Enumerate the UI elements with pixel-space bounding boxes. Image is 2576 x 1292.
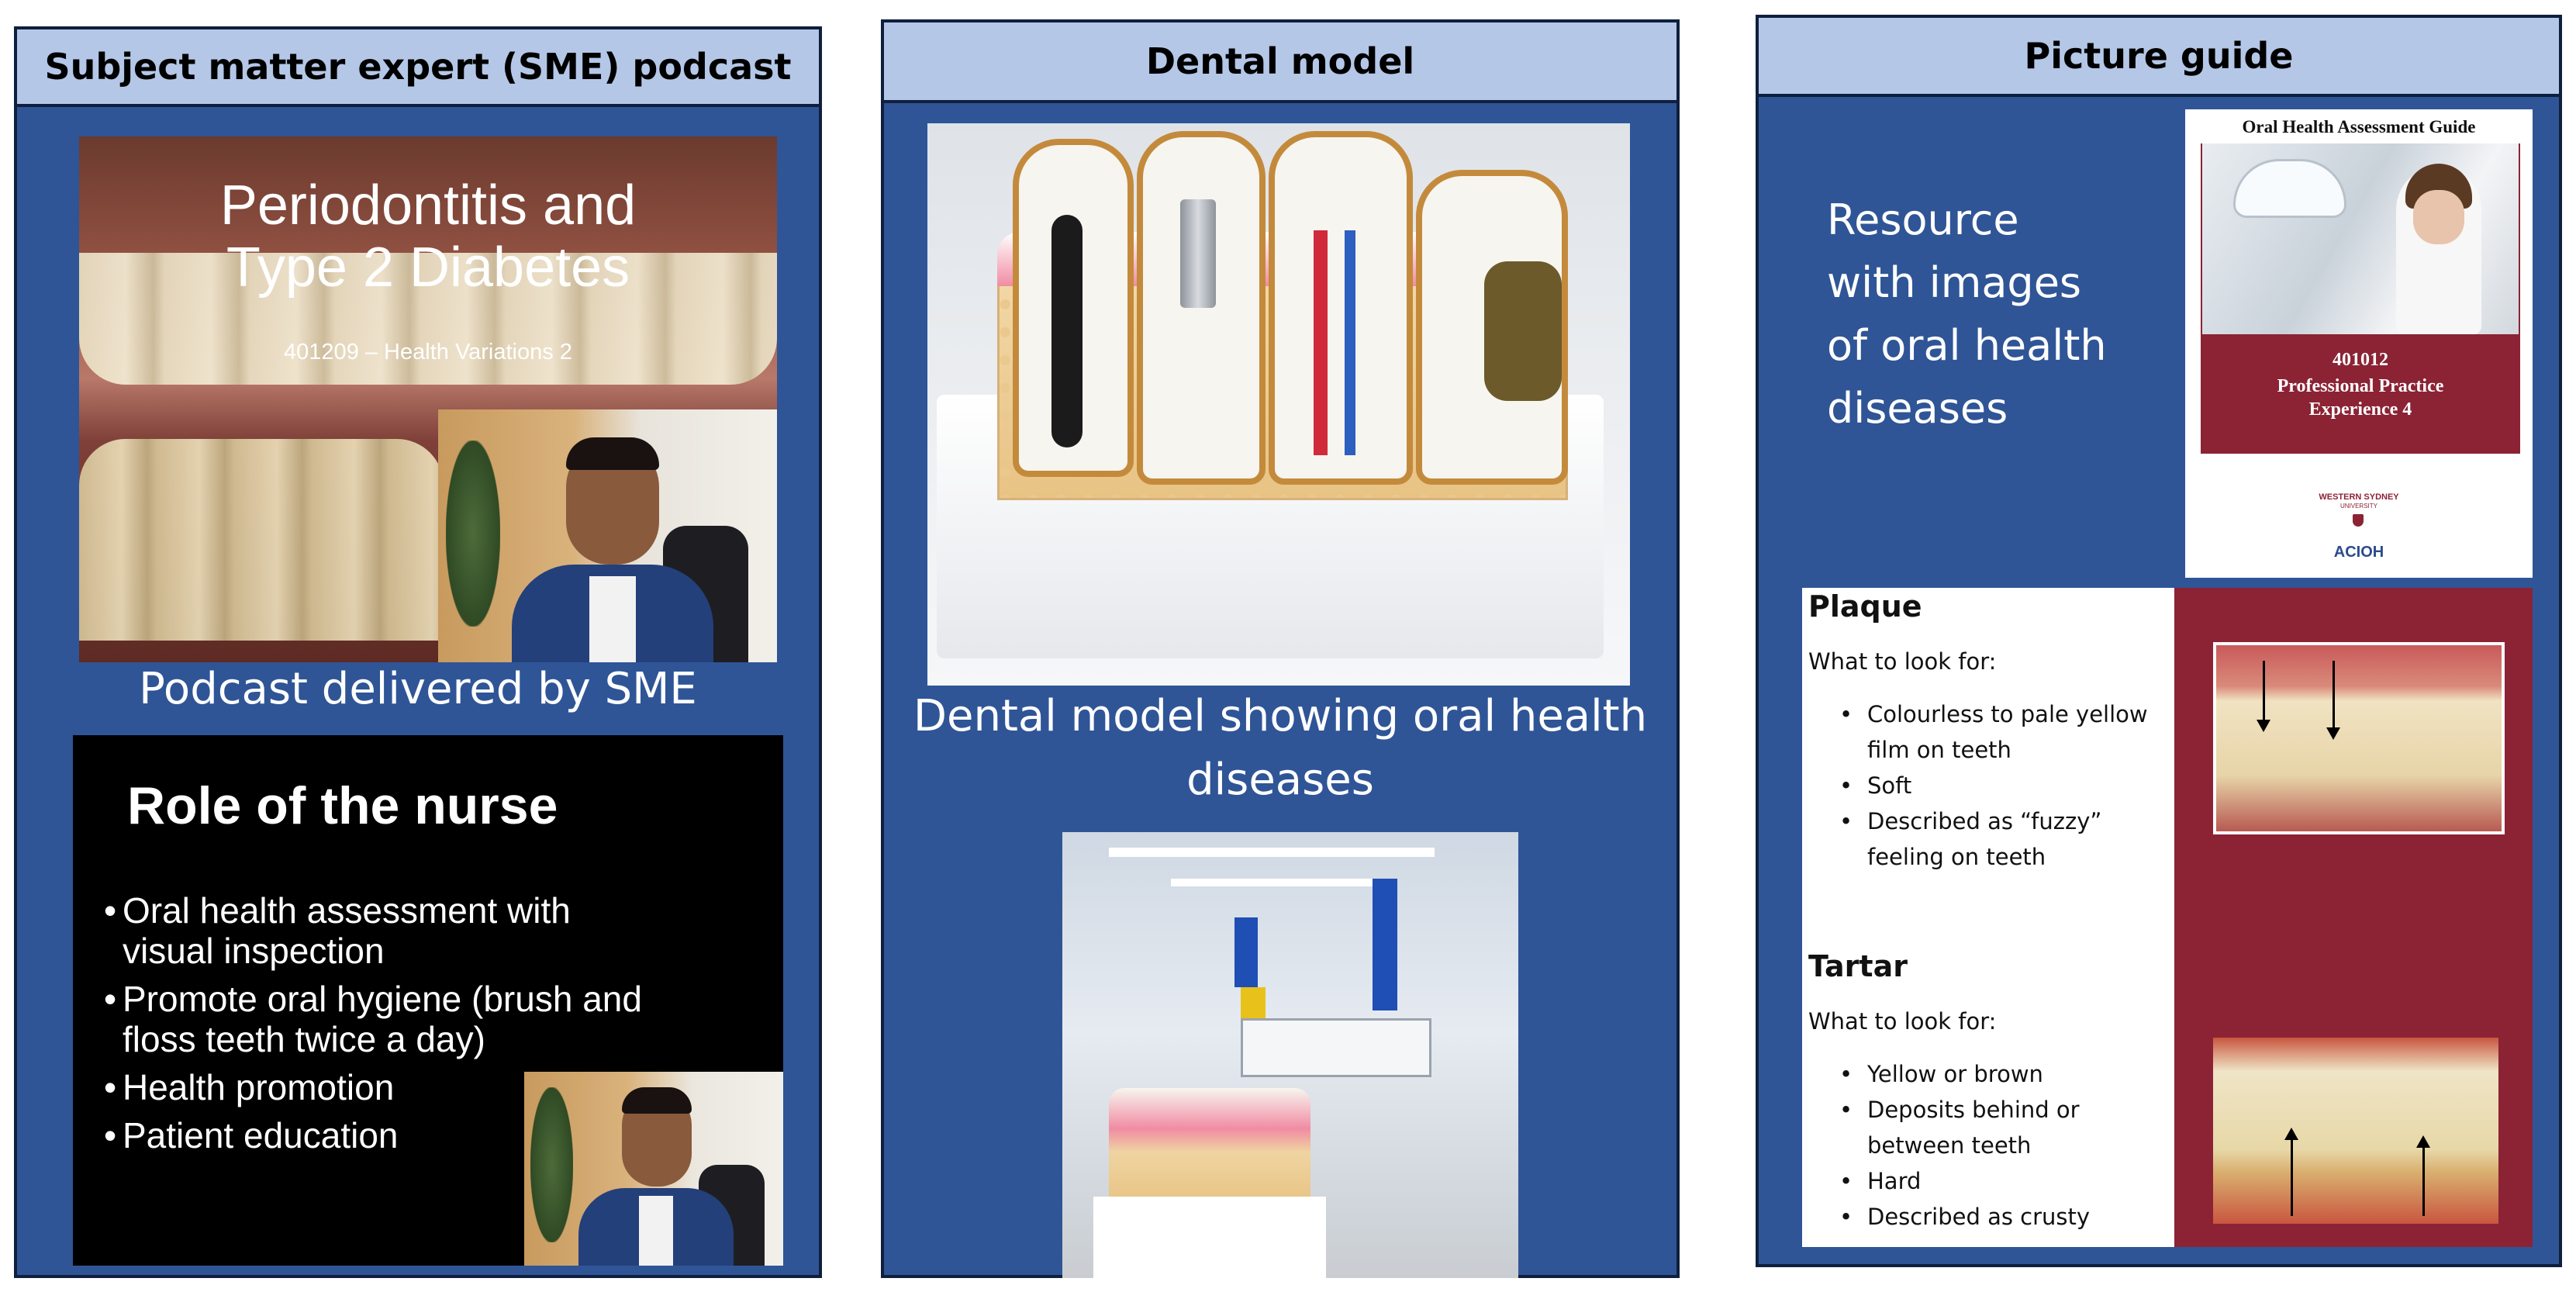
plaque-photo (2213, 642, 2505, 834)
presenter-shirt (639, 1196, 673, 1266)
yellow-bin (1241, 987, 1266, 1018)
presenter-video-small (524, 1072, 783, 1266)
presenter-video (438, 409, 777, 662)
plaque-heading: Plaque (1808, 589, 1922, 624)
cover-heading: Oral Health Assessment Guide (2242, 117, 2476, 136)
ceiling-lights (1109, 848, 1435, 857)
tooth-nerve-blue (1345, 230, 1355, 455)
tartar-list: Yellow or brown Deposits behind or betwe… (1808, 1056, 2165, 1235)
description-line: diseases (1827, 384, 2008, 433)
hospital-bed (1241, 1018, 1431, 1077)
tartar-label: What to look for: (1808, 1008, 1997, 1035)
tartar-item: Deposits behind or between teeth (1808, 1092, 2165, 1163)
dental-model-panel: Dental model Dental model showing oral h… (881, 19, 1680, 1278)
slide1-subtitle: 401209 – Health Variations 2 (284, 340, 572, 364)
plaque-arrow (2263, 661, 2265, 723)
model-tooth-3 (1269, 131, 1413, 485)
picture-guide-description: Resource with images of oral health dise… (1827, 188, 2107, 440)
cover-maroon-block: 401012 Professional Practice Experience … (2201, 143, 2520, 454)
slide2-title: Role of the nurse (127, 776, 558, 835)
slide1-title-line2: Type 2 Diabetes (226, 237, 630, 299)
plaque-item: Colourless to pale yellow film on teeth (1808, 696, 2165, 768)
dental-model-photo (927, 123, 1630, 686)
slide2-bullets: Oral health assessment with visual inspe… (104, 890, 662, 1156)
model-tooth-2 (1137, 131, 1266, 485)
mini-dental-model (1109, 1088, 1310, 1204)
slide2-bullet: Promote oral hygiene (brush and floss te… (104, 979, 662, 1059)
tartar-item: Yellow or brown (1808, 1056, 2165, 1092)
plant-image (530, 1087, 573, 1242)
podcast-panel: Subject matter expert (SME) podcast Peri… (14, 26, 822, 1278)
plaque-arrow-head (2326, 727, 2340, 740)
tartar-arrow (2291, 1138, 2293, 1216)
podcast-slide-periodontitis: Periodontitis and Type 2 Diabetes 401209… (79, 136, 777, 662)
tartar-photo (2213, 1038, 2498, 1224)
dentist-face (2413, 190, 2464, 244)
slide1-title-line1: Periodontitis and (219, 174, 637, 237)
tartar-heading: Tartar (1808, 949, 1908, 983)
model-tooth-4 (1416, 170, 1568, 485)
description-line: with images (1827, 258, 2082, 307)
description-line: Resource (1827, 195, 2019, 244)
university-logo-sub: UNIVERSITY (2339, 503, 2377, 510)
tooth-tartar (1484, 261, 1562, 401)
mini-model-base (1093, 1197, 1326, 1278)
upper-teeth-image (79, 253, 777, 385)
simulation-lab-photo (1062, 832, 1518, 1278)
podcast-panel-title: Subject matter expert (SME) podcast (17, 29, 819, 107)
dental-lamp-image (2233, 159, 2346, 218)
tartar-item: Described as crusty (1808, 1199, 2165, 1235)
curtain-1 (1234, 917, 1258, 987)
plaque-arrow (2333, 661, 2335, 731)
plaque-item: Described as “fuzzy” feeling on teeth (1808, 803, 2165, 875)
plaque-list: Colourless to pale yellow film on teeth … (1808, 696, 2165, 875)
tartar-arrow-head (2284, 1128, 2298, 1140)
acioh-logo: ACIOH (2333, 544, 2384, 561)
cover-course-line1: Professional Practice (2277, 376, 2444, 396)
presenter-hair (622, 1087, 692, 1114)
university-logo: WESTERN SYDNEY (2319, 492, 2399, 502)
guide-cover: Oral Health Assessment Guide 401012 Prof… (2185, 109, 2533, 578)
tartar-arrow (2422, 1146, 2425, 1216)
plant-image (446, 440, 500, 627)
tooth-nerve-red (1314, 230, 1328, 455)
dental-model-panel-title: Dental model (884, 22, 1676, 103)
podcast-slide-role-of-nurse: Role of the nurse Oral health assessment… (73, 735, 783, 1266)
description-line: of oral health (1827, 321, 2107, 370)
slide2-bullet: Health promotion (104, 1067, 662, 1107)
podcast-caption: Podcast delivered by SME (139, 664, 697, 714)
cover-course-code: 401012 (2333, 350, 2388, 370)
curtain-2 (1373, 879, 1397, 1010)
picture-guide-panel-title: Picture guide (1759, 18, 2559, 97)
lower-teeth-image (79, 439, 444, 641)
presenter-shirt (589, 576, 636, 662)
picture-guide-panel: Picture guide Resource with images of or… (1756, 15, 2562, 1267)
tooth-root-canal (1051, 215, 1083, 447)
slide2-bullet: Oral health assessment with visual inspe… (104, 890, 662, 971)
plaque-arrow-head (2257, 720, 2270, 732)
dental-model-caption-line2: diseases (1186, 755, 1374, 805)
presenter-hair (566, 437, 659, 470)
cover-photo (2202, 143, 2519, 334)
plaque-label: What to look for: (1808, 648, 1997, 675)
guide-page: Plaque What to look for: Colourless to p… (1802, 588, 2533, 1247)
tartar-arrow-head (2416, 1135, 2430, 1148)
tooth-crown-post (1180, 199, 1216, 308)
plaque-item: Soft (1808, 768, 2165, 803)
ceiling-lights (1171, 879, 1373, 886)
model-tooth-1 (1013, 139, 1134, 477)
dental-model-caption-line1: Dental model showing oral health (913, 691, 1648, 741)
university-crest-icon (2353, 514, 2364, 527)
tartar-item: Hard (1808, 1163, 2165, 1199)
slide2-bullet: Patient education (104, 1115, 662, 1156)
cover-course-line2: Experience 4 (2308, 399, 2412, 420)
